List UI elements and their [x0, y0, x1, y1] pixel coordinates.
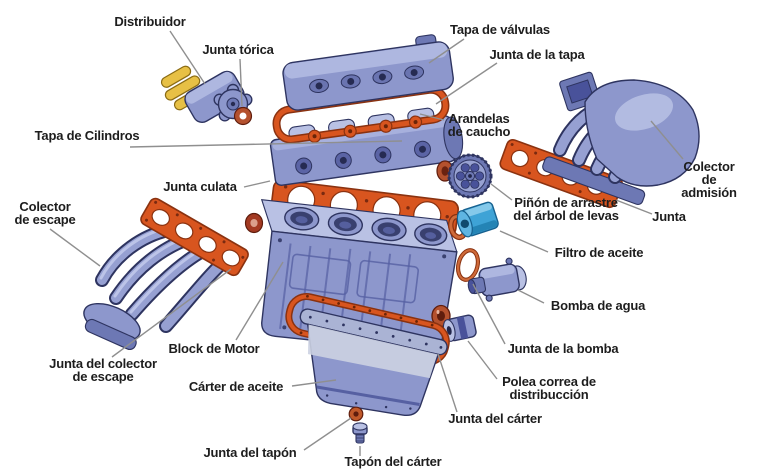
label-colector-de-admision: Colector de admisión [681, 159, 737, 200]
label-junta-del-tapon: Junta del tapón [203, 445, 297, 460]
label-junta-del-colector-de-escape: Junta del colector de escape [49, 356, 157, 384]
camshaft-sprocket-illustration [447, 153, 493, 199]
label-junta-del-carter: Junta del cárter [448, 411, 542, 426]
oil-pan-illustration [299, 308, 448, 417]
label-polea-correa-de-distribucion: Polea correa de distribucción [502, 374, 596, 402]
distributor-illustration [160, 65, 253, 123]
label-junta-de-la-bomba: Junta de la bomba [507, 341, 619, 356]
label-tapon-del-carter: Tapón del cárter [344, 454, 442, 469]
label-block-de-motor: Block de Motor [168, 341, 260, 356]
drain-plug-illustration [352, 422, 368, 444]
exhaust-manifold-gasket-illustration [140, 197, 249, 277]
exhaust-manifold-illustration [83, 221, 241, 351]
o-ring-gasket-illustration [233, 106, 253, 126]
water-pump-illustration [467, 257, 527, 302]
label-tapa-de-cilindros: Tapa de Cilindros [34, 128, 140, 143]
leader-lines [49, 30, 684, 456]
label-junta-de-la-tapa: Junta de la tapa [489, 47, 585, 62]
valve-cover-illustration [282, 34, 454, 111]
block-side-seal-illustration [244, 212, 264, 234]
oil-filter-illustration [456, 201, 499, 238]
label-arandelas-de-caucho: Arandelas de caucho [447, 111, 511, 139]
label-colector-de-escape: Colector de escape [14, 199, 76, 227]
label-distribuidor: Distribuidor [114, 14, 186, 29]
label-junta-culata: Junta culata [163, 179, 237, 194]
label-tapa-de-valvulas: Tapa de válvulas [450, 22, 550, 37]
intake-manifold-illustration [542, 71, 700, 205]
label-carter-de-aceite: Cárter de aceite [188, 379, 284, 394]
label-bomba-de-agua: Bomba de agua [550, 298, 646, 313]
label-junta-torica: Junta tórica [202, 42, 274, 57]
label-junta: Junta [652, 209, 686, 224]
label-pinon-de-arrastre: Piñón de arrastre del árbol de levas [513, 195, 619, 223]
drain-plug-gasket-illustration [348, 406, 364, 422]
label-filtro-de-aceite: Filtro de aceite [554, 245, 644, 260]
water-pump-gasket-illustration [455, 248, 481, 282]
